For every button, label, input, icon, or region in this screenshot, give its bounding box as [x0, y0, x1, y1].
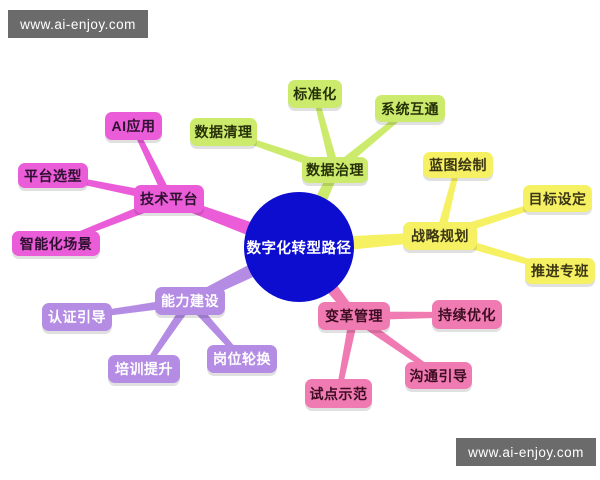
- child-node-ai-application: AI应用: [105, 112, 162, 140]
- branch-node-capability-building: 能力建设: [155, 287, 225, 315]
- child-node-blueprint-drawing: 蓝图绘制: [423, 152, 493, 178]
- child-node-job-rotation: 岗位轮换: [207, 345, 277, 373]
- edge-tech-platform-ai-application: [131, 124, 173, 201]
- edge-data-governance-system-interconnection: [332, 106, 412, 174]
- edge-data-governance-standardization: [312, 93, 340, 172]
- child-node-pilot-demonstration: 试点示范: [305, 379, 372, 408]
- child-node-platform-selection: 平台选型: [18, 163, 88, 188]
- edge-change-management-pilot-demonstration: [336, 315, 359, 394]
- child-node-communication-guidance: 沟通引导: [405, 362, 472, 389]
- center-node-label: 数字化转型路径: [246, 240, 352, 257]
- child-node-continuous-optimization: 持续优化: [432, 300, 502, 329]
- watermark-top-left: www.ai-enjoy.com: [8, 10, 148, 38]
- child-node-certification-guidance: 认证引导: [42, 303, 112, 331]
- branch-node-data-governance: 数据治理: [302, 157, 368, 183]
- child-node-promotion-task-force: 推进专班: [525, 258, 595, 284]
- child-node-data-cleaning: 数据清理: [190, 118, 257, 146]
- child-node-standardization: 标准化: [288, 80, 342, 108]
- child-node-intelligent-scenarios: 智能化场景: [12, 231, 100, 256]
- watermark-bottom-right: www.ai-enjoy.com: [456, 438, 596, 466]
- edge-strategic-planning-blueprint-drawing: [435, 164, 461, 238]
- child-node-training-improvement: 培训提升: [108, 355, 180, 383]
- edge-capability-building-training-improvement: [141, 298, 194, 371]
- center-circle: [244, 192, 354, 302]
- child-node-goal-setting: 目标设定: [523, 185, 592, 212]
- branch-node-change-management: 变革管理: [318, 302, 390, 330]
- branch-node-strategic-planning: 战略规划: [403, 222, 477, 250]
- branch-node-tech-platform: 技术平台: [134, 185, 204, 213]
- child-node-system-interconnection: 系统互通: [375, 95, 445, 122]
